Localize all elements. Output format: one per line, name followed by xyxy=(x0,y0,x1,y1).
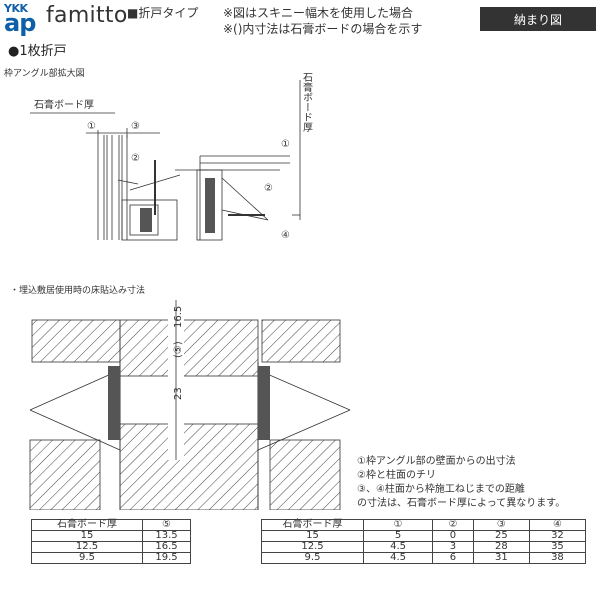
table-cell: 25 xyxy=(472,530,530,542)
note-skinny: ※図はスキニー幅木を使用した場合 xyxy=(223,6,414,20)
table-cell: 3 xyxy=(432,541,474,553)
table-cell: 19.5 xyxy=(142,552,191,564)
table-cell: 12.5 xyxy=(31,541,143,553)
table-cell: 12.5 xyxy=(261,541,364,553)
table-cell: 4.5 xyxy=(362,552,434,564)
floor-section-drawing: 16.5 (⑤) 23 xyxy=(29,300,351,510)
table-header-cell: ④ xyxy=(528,519,587,531)
table-cell: 5 xyxy=(362,530,434,542)
section-title: ●1枚折戸 xyxy=(8,44,67,59)
marker-1-right: ① xyxy=(281,139,290,150)
table-cell: 15 xyxy=(31,530,143,542)
board-thickness-label: 石膏ボード厚 xyxy=(34,100,94,111)
dim-bottom-value: 23 xyxy=(173,387,184,400)
table-cell: 38 xyxy=(528,552,587,564)
table-row: 9.5 4.5 6 31 38 xyxy=(261,552,587,564)
table-cell: 28 xyxy=(472,541,530,553)
table-header-cell: 石膏ボード厚 xyxy=(261,519,364,531)
table-cell: 9.5 xyxy=(31,552,143,564)
dim-marker-5: (⑤) xyxy=(173,341,184,358)
detail-title: 枠アングル部拡大図 xyxy=(4,69,85,79)
type-label: ■折戸タイプ xyxy=(127,6,199,20)
table-header-row: 石膏ボード厚 ① ② ③ ④ xyxy=(261,519,587,531)
table-cell: 0 xyxy=(432,530,474,542)
table-header-cell: ① xyxy=(362,519,434,531)
table-cell: 35 xyxy=(528,541,587,553)
table-cell: 32 xyxy=(528,530,587,542)
table-row: 15 13.5 xyxy=(31,530,191,542)
table-1-4-by-board-thickness: 石膏ボード厚 ① ② ③ ④ 15 5 0 25 32 12.5 4.5 3 2… xyxy=(261,519,587,564)
marker-4-right: ④ xyxy=(281,230,290,241)
table-cell: 16.5 xyxy=(142,541,191,553)
legend-4: の寸法は、石膏ボード厚によって異なります。 xyxy=(357,498,566,509)
ykk-ap-logo: YKK ap xyxy=(4,2,42,36)
frame-angle-detail-drawing: ① ③ ② ① ② ④ 石膏ボード厚 xyxy=(30,72,313,241)
table-header-row: 石膏ボード厚 ⑤ xyxy=(31,519,191,531)
table-row: 9.5 19.5 xyxy=(31,552,191,564)
table-5-by-board-thickness: 石膏ボード厚 ⑤ 15 13.5 12.5 16.5 9.5 19.5 xyxy=(31,519,191,564)
table-cell: 6 xyxy=(432,552,474,564)
legend-3: ③、④柱面から枠施工ねじまでの距離 xyxy=(357,484,525,495)
table-row: 12.5 16.5 xyxy=(31,541,191,553)
dim-top-value: 16.5 xyxy=(173,306,184,328)
table-cell: 15 xyxy=(261,530,364,542)
floor-caption: ・埋込敷居使用時の床貼込み寸法 xyxy=(10,286,146,296)
table-cell: 9.5 xyxy=(261,552,364,564)
board-thickness-vertical-label: 石膏ボード厚 xyxy=(301,72,313,133)
marker-2-right: ② xyxy=(264,183,273,194)
table-row: 12.5 4.5 3 28 35 xyxy=(261,541,587,553)
table-cell: 4.5 xyxy=(362,541,434,553)
legend-2: ②枠と柱面のチリ xyxy=(357,470,436,481)
table-cell: 31 xyxy=(472,552,530,564)
table-row: 15 5 0 25 32 xyxy=(261,530,587,542)
table-header-cell: ⑤ xyxy=(142,519,191,531)
marker-2-left: ② xyxy=(131,153,140,164)
legend-1: ①枠アングル部の壁面からの出寸法 xyxy=(357,456,516,467)
drawing-type-badge: 納まり図 xyxy=(480,7,596,31)
table-header-cell: ③ xyxy=(472,519,530,531)
marker-1-left: ① xyxy=(87,121,96,132)
marker-3-left: ③ xyxy=(131,121,140,132)
table-cell: 13.5 xyxy=(142,530,191,542)
table-header-cell: 石膏ボード厚 xyxy=(31,519,143,531)
brand-name: famitto xyxy=(46,3,128,28)
table-header-cell: ② xyxy=(432,519,474,531)
logo-top-text: YKK xyxy=(4,2,28,15)
note-gypsum: ※()内寸法は石膏ボードの場合を示す xyxy=(223,22,423,36)
logo-main-text: ap xyxy=(4,9,36,37)
